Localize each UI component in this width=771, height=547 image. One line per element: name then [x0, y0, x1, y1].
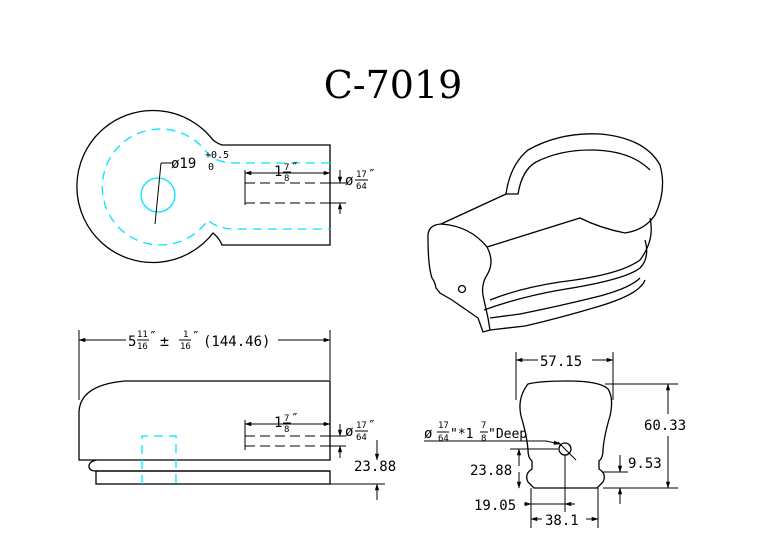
top-view-center-hole: [140, 177, 176, 213]
front-view-tol-den: 16: [180, 342, 191, 352]
end-view-callout-mid: "*1: [450, 427, 473, 442]
front-view-height-dim: 23.88: [354, 459, 396, 475]
front-view: 5 11 16 ″ ± 1 16 ″ (144.46) 1 7 8 ″ ø 17…: [78, 328, 396, 500]
end-view-top-width: 57.15: [540, 354, 582, 370]
end-view-callout-dia-den: 64: [438, 434, 449, 444]
front-view-length-num: 11: [137, 330, 148, 340]
top-view-hole-dia: ø19: [171, 156, 196, 172]
front-view-hole-symbol: ø: [345, 424, 354, 440]
front-view-hidden-hole: [141, 435, 177, 484]
end-view-hole-callout: ø 17 64 "*1 7 8 "Deep: [424, 421, 527, 444]
front-view-hole-num: 17: [356, 421, 367, 431]
end-view-callout-suffix: "Deep: [488, 427, 527, 442]
front-view-outline: [78, 380, 331, 461]
end-view-total-height: 60.33: [644, 418, 686, 434]
top-view-depth-num: 7: [284, 163, 289, 173]
front-view-length-den: 16: [137, 342, 148, 352]
end-view-groove-height: 9.53: [628, 456, 662, 472]
end-view-hole-offset: 19.05: [474, 498, 516, 514]
front-view-length-whole: 5: [128, 334, 136, 350]
top-view-hole-inch: ″: [368, 168, 376, 183]
top-view: ø19 +0.5 0 1 7 8 ″ ø 17 64 ″: [76, 109, 376, 264]
end-view-callout-depth-den: 8: [481, 434, 486, 444]
top-view-depth-whole: 1: [274, 164, 282, 180]
front-view-depth-num: 7: [284, 414, 289, 424]
top-view-hole-symbol: ø: [345, 173, 354, 189]
top-view-hole-num: 17: [356, 170, 367, 180]
top-view-outline: [76, 109, 331, 264]
front-view-length-mm: (144.46): [203, 334, 270, 350]
top-view-tol-lower: 0: [208, 162, 214, 173]
end-view-callout-depth-num: 7: [481, 421, 486, 431]
front-view-tol-num: 1: [183, 330, 188, 340]
end-view-hole-height: 23.88: [470, 463, 512, 479]
top-view-leader: [154, 162, 162, 225]
end-view-profile: [519, 380, 613, 489]
part-number-title: C-7019: [324, 63, 463, 107]
front-view-hole-inch: ″: [368, 419, 376, 434]
end-view-callout-symbol: ø: [424, 426, 433, 442]
top-view-inch-mark: ″: [291, 161, 299, 176]
front-view-depth-whole: 1: [274, 415, 282, 431]
front-view-base: [95, 470, 331, 485]
top-view-tol-upper: +0.5: [205, 150, 229, 161]
end-view-base-width: 38.1: [545, 513, 579, 529]
front-view-hole-den: 64: [356, 433, 367, 443]
top-view-hidden-profile: [101, 128, 330, 246]
isometric-view: [427, 133, 664, 333]
front-view-tol-inch: ″: [192, 330, 200, 345]
front-view-length-inch: ″: [149, 330, 157, 345]
front-view-inch-mark: ″: [291, 412, 299, 427]
end-view-callout-dia-num: 17: [438, 421, 449, 431]
top-view-hole-den: 64: [356, 182, 367, 192]
front-view-pm: ±: [160, 332, 169, 350]
end-view: 57.15 60.33 9.53 23.88 19.05 38.1 ø 17: [424, 352, 686, 529]
top-view-depth-den: 8: [284, 174, 289, 184]
front-view-depth-den: 8: [284, 425, 289, 435]
front-view-bead: [88, 459, 330, 472]
